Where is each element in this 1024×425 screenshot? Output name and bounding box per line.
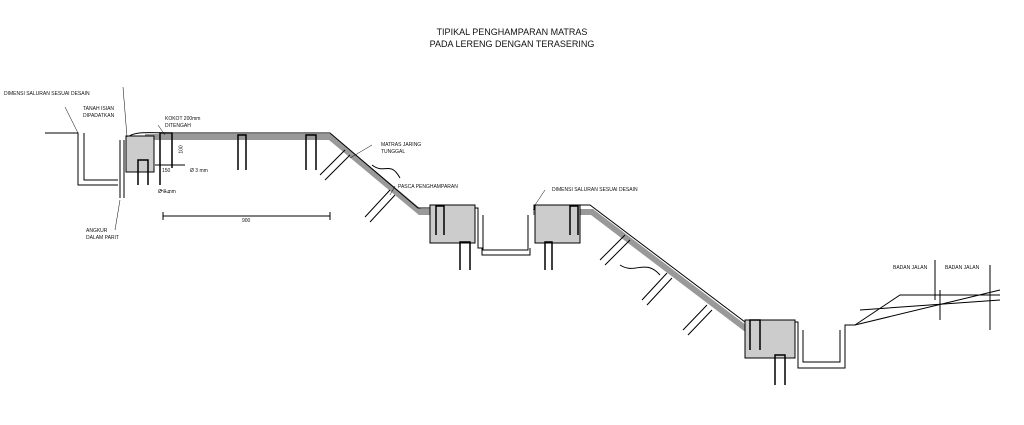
fill-block-1 <box>125 135 155 173</box>
label-kokot-1: KOKOT 200mm <box>165 116 201 122</box>
label-matras-1: MATRAS JARING <box>381 142 422 148</box>
label-matras-2: TUNGGAL <box>381 149 406 155</box>
dim-900-line <box>162 212 331 220</box>
drawing-title-line2: PADA LERENG DENGAN TERASERING <box>429 39 595 49</box>
fill-block-3 <box>534 204 581 244</box>
label-badan-jalan-2: BADAN JALAN <box>945 265 980 271</box>
break-line <box>371 164 661 276</box>
left-ground-channel <box>45 132 118 186</box>
road-section <box>854 260 1001 330</box>
label-dim-150: 150 <box>162 168 171 174</box>
label-badan-jalan-1: BADAN JALAN <box>893 265 928 271</box>
anchors <box>137 132 786 385</box>
label-dimensi-1: DIMENSI SALURAN SESUAI DESAIN <box>4 91 90 97</box>
label-pasca: PASCA PENGHAMPARAN <box>398 184 458 190</box>
label-dimensi-2: DIMENSI SALURAN SESUAI DESAIN <box>552 187 638 193</box>
fill-block-2 <box>429 204 476 244</box>
label-diameter-1: Ø 3 mm <box>190 168 208 174</box>
label-kokot-2: DITENGAH <box>165 123 191 129</box>
slope-anchors <box>319 149 713 336</box>
left-channel-wall <box>119 140 125 198</box>
label-tanah-2: DIPADATKAN <box>83 113 115 119</box>
label-angkur-2: DALAM PARIT <box>86 235 119 241</box>
label-tanah-1: TANAH ISIAN <box>83 106 115 112</box>
fill-block-4 <box>744 319 796 359</box>
label-angkur-1: ANGKUR <box>86 228 108 234</box>
drawing-title-line1: TIPIKAL PENGHAMPARAN MATRAS <box>436 27 588 37</box>
label-diameter-2: Ø 3 mm <box>158 189 176 195</box>
label-dim-900: 900 <box>242 218 251 224</box>
label-dim-100: 100 <box>178 145 185 154</box>
